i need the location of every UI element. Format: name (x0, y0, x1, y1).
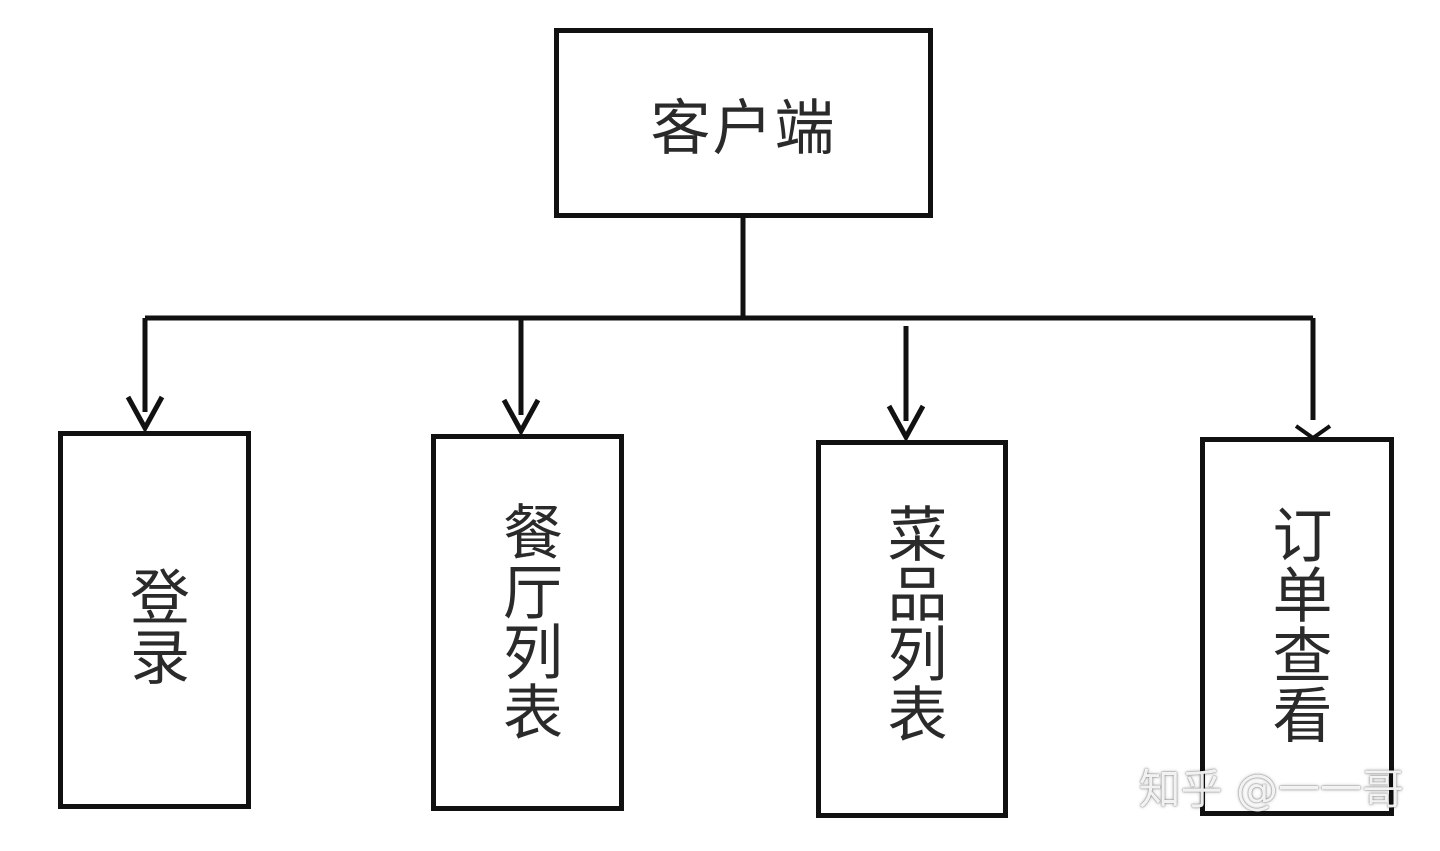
order-view-node: 订单查看 (1200, 437, 1394, 816)
dish-list-node: 菜品列表 (816, 440, 1008, 818)
watermark-text: 知乎 @一一哥 (1138, 765, 1404, 814)
restaurant-list-node: 餐厅列表 (431, 434, 624, 811)
dish-list-label: 菜品列表 (877, 503, 947, 743)
arrow-restaurants-icon (501, 398, 541, 437)
login-label: 登录 (119, 566, 190, 686)
client-node: 客户端 (554, 28, 933, 218)
client-label: 客户端 (650, 93, 837, 164)
order-view-label: 订单查看 (1262, 503, 1332, 744)
login-node: 登录 (58, 431, 251, 809)
arrow-dishes-icon (886, 404, 926, 443)
arrow-login-icon (125, 395, 165, 434)
restaurant-list-label: 餐厅列表 (492, 500, 563, 741)
